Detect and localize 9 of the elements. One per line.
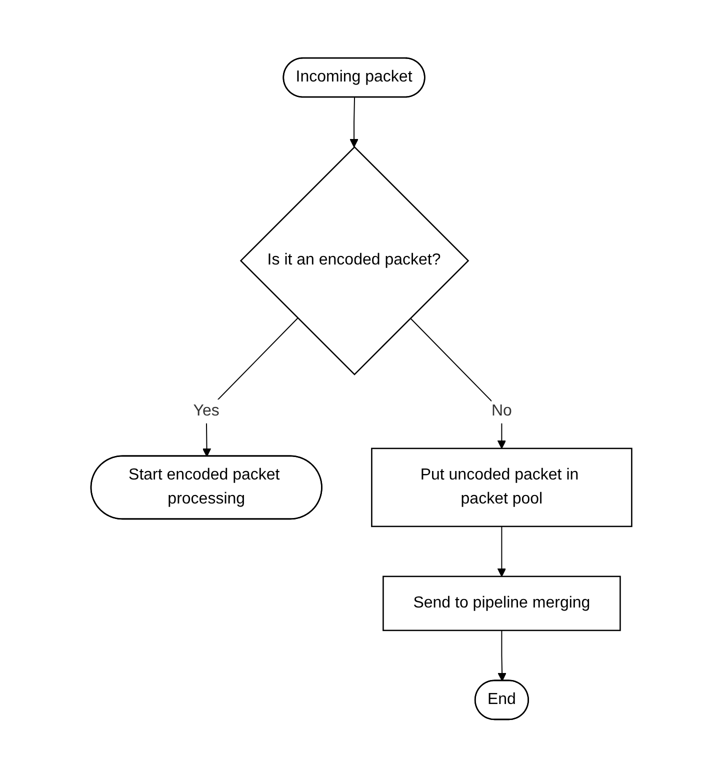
edge-label: No [492, 402, 512, 420]
edge-label: Yes [193, 402, 220, 420]
arrow [410, 317, 506, 449]
node-box: Put uncoded packet in packet pool [371, 448, 632, 527]
arrow [497, 526, 506, 577]
node-diamond: Is it an encoded packet? [240, 146, 470, 376]
arrow [498, 630, 507, 682]
arrow [350, 96, 359, 148]
node-box: Send to pipeline merging [382, 576, 621, 631]
